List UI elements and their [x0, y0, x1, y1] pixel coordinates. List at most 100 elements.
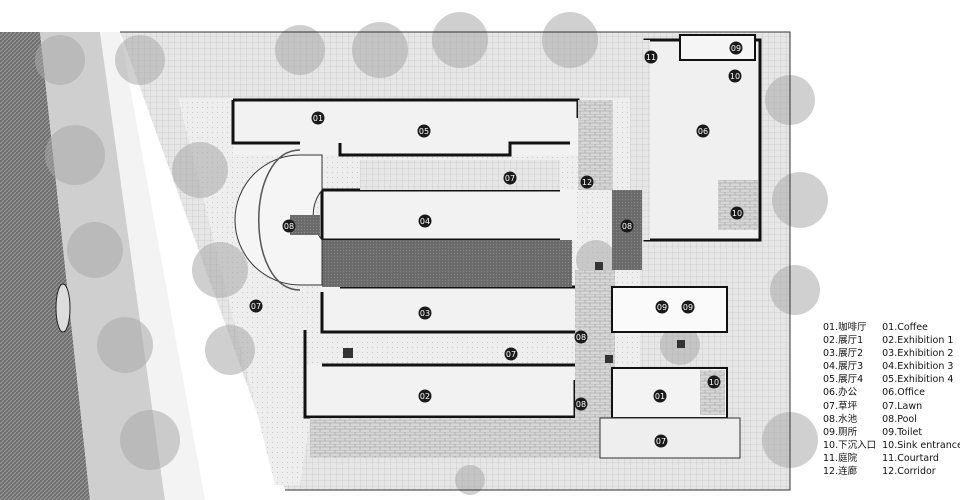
legend-item-en: 07.Lawn	[882, 400, 923, 412]
room-marker-08: 08	[282, 219, 296, 233]
room-marker-label: 06	[698, 127, 708, 136]
room-marker-label: 05	[419, 127, 429, 136]
room-marker-08: 08	[574, 397, 588, 411]
room-marker-01: 01	[311, 111, 325, 125]
legend-item-en: 06.Office	[882, 387, 925, 399]
room-marker-03: 03	[418, 306, 432, 320]
legend-item-cn: 08.水池	[823, 413, 858, 425]
legend-item-cn: 10.下沉入口	[823, 439, 877, 451]
room-marker-label: 04	[420, 217, 430, 226]
room-marker-07: 07	[504, 347, 518, 361]
room-marker-circle	[418, 306, 432, 320]
room-marker-09: 09	[655, 300, 669, 314]
legend-item-cn: 02.展厅1	[823, 335, 864, 347]
room-marker-12: 12	[580, 175, 594, 189]
legend-item-en: 11.Courtard	[882, 452, 939, 464]
legend-item-cn: 04.展厅3	[823, 361, 864, 373]
room-marker-11: 11	[644, 50, 658, 64]
room-marker-label: 03	[420, 309, 430, 318]
room-marker-label: 08	[622, 222, 632, 231]
room-marker-circle	[311, 111, 325, 125]
room-marker-circle	[418, 389, 432, 403]
room-marker-label: 08	[284, 222, 294, 231]
room-marker-04: 04	[418, 214, 432, 228]
room-marker-circle	[730, 206, 744, 220]
legend-item-en: 04.Exhibition 3	[882, 361, 954, 373]
room-marker-05: 05	[417, 124, 431, 138]
room-marker-circle	[654, 434, 668, 448]
room-marker-circle	[282, 219, 296, 233]
room-marker-08: 08	[574, 330, 588, 344]
room-marker-09: 09	[681, 300, 695, 314]
room-marker-07: 07	[503, 171, 517, 185]
room-marker-circle	[249, 299, 263, 313]
room-marker-circle	[620, 219, 634, 233]
room-marker-label: 10	[732, 209, 742, 218]
road-verge	[100, 32, 205, 500]
room-marker-09: 09	[729, 41, 743, 55]
room-marker-circle	[417, 124, 431, 138]
room-marker-circle	[574, 397, 588, 411]
legend-item-cn: 03.展厅2	[823, 348, 864, 360]
legend-item-cn: 01.咖啡厅	[823, 322, 867, 333]
room-marker-circle	[503, 171, 517, 185]
room-marker-circle	[728, 69, 742, 83]
room-marker-circle	[681, 300, 695, 314]
room-marker-label: 11	[646, 53, 656, 62]
room-marker-circle	[696, 124, 710, 138]
room-marker-label: 10	[730, 72, 740, 81]
room-marker-circle	[580, 175, 594, 189]
boat	[55, 283, 71, 333]
room-marker-08: 08	[620, 219, 634, 233]
room-marker-circle	[707, 375, 721, 389]
river	[0, 32, 90, 500]
room-marker-circle	[574, 330, 588, 344]
room-marker-label: 08	[576, 333, 586, 342]
room-marker-circle	[418, 214, 432, 228]
room-marker-label: 09	[731, 44, 741, 53]
room-markers: 01 05 07 11 09 10 06 10 12 04 08 08 07 03 09 09 07 08 02 08…	[249, 41, 744, 448]
legend-item-en: 01.Coffee	[882, 322, 928, 333]
room-marker-01: 01	[653, 389, 667, 403]
room-marker-07: 07	[249, 299, 263, 313]
room-marker-circle	[653, 389, 667, 403]
room-marker-06: 06	[696, 124, 710, 138]
room-marker-label: 07	[656, 437, 666, 446]
room-marker-label: 07	[505, 174, 515, 183]
room-marker-label: 07	[251, 302, 261, 311]
room-marker-label: 09	[683, 303, 693, 312]
legend-item-cn: 05.展厅4	[823, 374, 864, 386]
room-marker-10: 10	[707, 375, 721, 389]
legend-item-en: 08.Pool	[882, 413, 917, 425]
room-marker-label: 09	[657, 303, 667, 312]
room-marker-label: 01	[655, 392, 665, 401]
room-marker-circle	[729, 41, 743, 55]
room-marker-circle	[644, 50, 658, 64]
room-marker-label: 10	[709, 378, 719, 387]
room-marker-10: 10	[730, 206, 744, 220]
legend-item-en: 12.Corridor	[882, 466, 936, 478]
legend-item-en: 10.Sink entrance	[882, 439, 960, 451]
room-marker-10: 10	[728, 69, 742, 83]
room-marker-07: 07	[654, 434, 668, 448]
legend-item-cn: 06.办公	[823, 387, 858, 399]
room-marker-02: 02	[418, 389, 432, 403]
room-marker-circle	[655, 300, 669, 314]
legend-item-cn: 11.庭院	[823, 452, 858, 464]
legend-item-en: 02.Exhibition 1	[882, 335, 954, 347]
legend-item-en: 03.Exhibition 2	[882, 348, 954, 360]
room-marker-label: 12	[582, 178, 592, 187]
legend-item-en: 09.Toilet	[882, 426, 923, 438]
legend-item-cn: 07.草坪	[823, 400, 858, 412]
legend-item-cn: 09.厕所	[823, 426, 858, 438]
room-marker-circle	[504, 347, 518, 361]
room-marker-label: 01	[313, 114, 323, 123]
legend-item-en: 05.Exhibition 4	[882, 374, 954, 386]
room-marker-label: 08	[576, 400, 586, 409]
legend-item-cn: 12.连廊	[823, 466, 858, 478]
room-marker-label: 07	[506, 350, 516, 359]
